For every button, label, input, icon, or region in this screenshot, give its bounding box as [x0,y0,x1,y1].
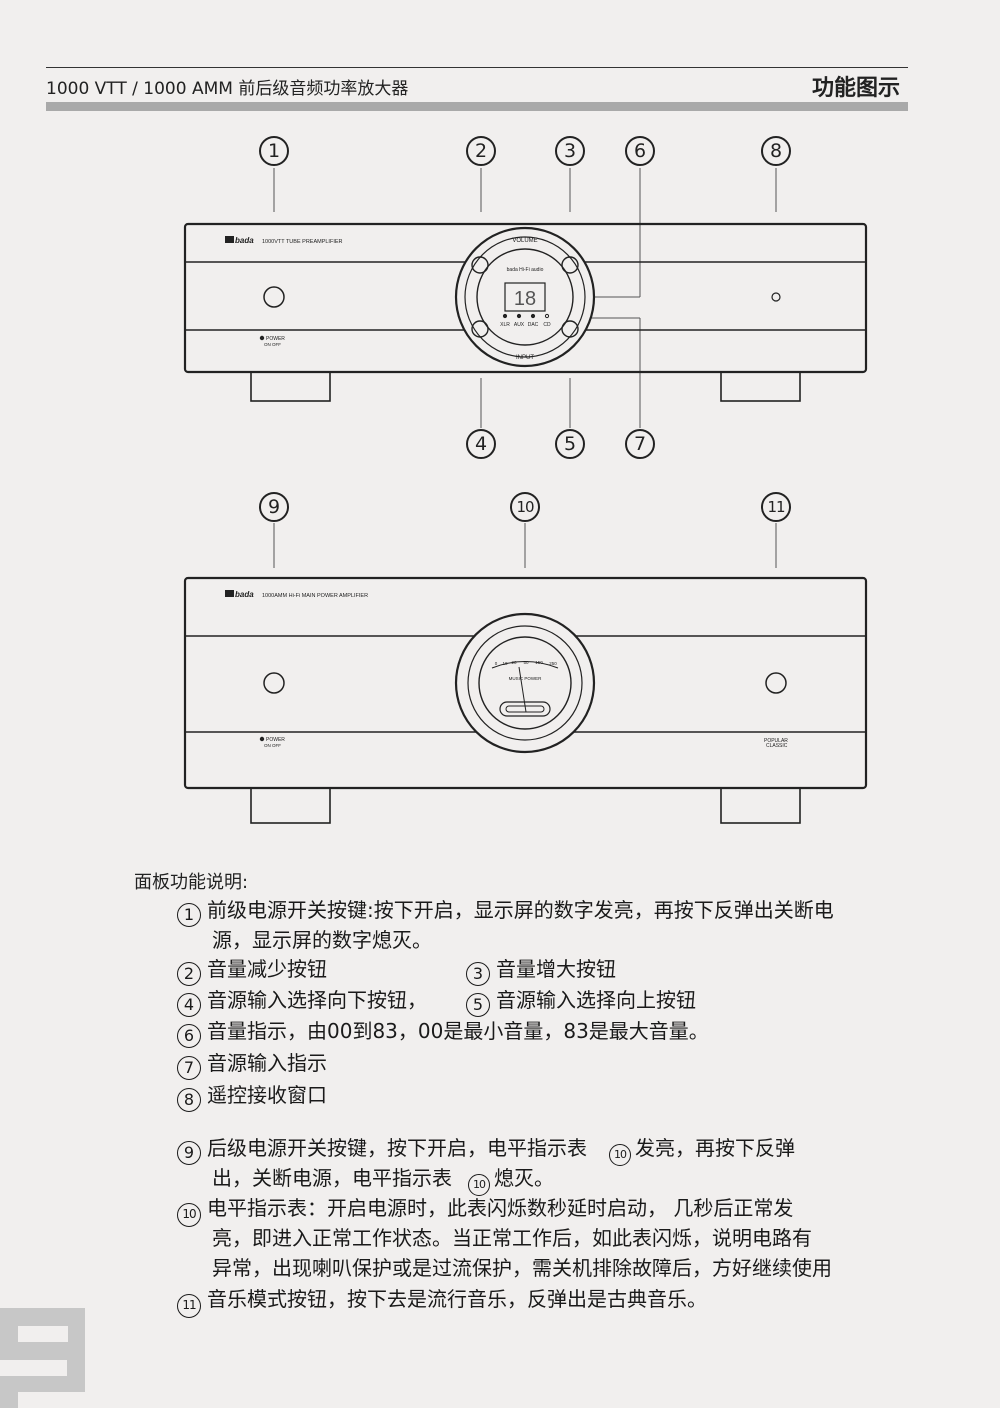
poweramp-chassis [183,576,868,824]
item-text: 音量指示，由00到83，00是最小音量，83是最大音量。 [207,1019,709,1043]
document-title: 1000 VTT / 1000 AMM 前后级音频功率放大器 [46,79,409,99]
item-text: 音量增大按钮 [496,957,616,981]
preamp-chassis [183,222,868,402]
item-number: 5 [466,993,490,1017]
item-text: 后级电源开关按键，按下开启，电平指示表 [207,1136,587,1160]
meter-tick: 0 [495,661,498,666]
item-text: 音乐模式按钮，按下去是流行音乐，反弹出是古典音乐。 [207,1287,707,1311]
desc-item-10-cont: 亮，即进入正常工作状态。当正常工作后，如此表闪烁，说明电路有 [212,1223,812,1253]
poweramp-model: 1000AMM Hi-Fi MAIN POWER AMPLIFIER [262,593,368,599]
meter-tick: 150 [535,660,543,665]
poweramp-brand: bada [235,590,254,599]
item-ref-number: 10 [468,1174,490,1196]
meter-tick: 10 [502,661,508,666]
item-number: 11 [177,1294,201,1318]
front-panel-diagrams: bada 1000VTT TUBE PREAMPLIFIER VOLUME IN… [183,168,868,824]
preamp-power-sub: ON OFF [264,342,281,347]
item-text: 音源输入选择向下按钮， [207,988,427,1012]
poweramp-labels: bada 1000AMM Hi-Fi MAIN POWER AMPLIFIER … [225,590,788,749]
volume-display: 18 [514,288,536,310]
input-cd: CD [543,322,551,328]
item-text-cont: 出，关断电源，电平指示表 [212,1166,452,1190]
callout-6: 6 [625,136,655,166]
preamp-power-label: POWER [266,336,285,342]
callout-10: 10 [510,492,540,522]
preamp-brand: bada [235,236,254,245]
item-text: 电平指示表：开启电源时，此表闪烁数秒延时启动， 几秒后正常发 [207,1196,794,1220]
input-dac: DAC [528,322,539,328]
meter-tick: 250 [549,661,557,666]
item-text: 音量减少按钮 [207,957,327,981]
preamp-labels: bada 1000VTT TUBE PREAMPLIFIER VOLUME IN… [225,236,551,361]
input-label: INPUT [516,355,534,361]
item-text: 音源输入指示 [207,1051,327,1075]
preamp-model: 1000VTT TUBE PREAMPLIFIER [262,239,343,245]
item-text: 遥控接收窗口 [207,1083,327,1107]
item-text-cont: 熄灭。 [494,1166,554,1190]
callout-5: 5 [555,429,585,459]
header-rule [46,67,908,68]
item-text-cont: 亮，即进入正常工作状态。当正常工作后，如此表闪烁，说明电路有 [212,1226,812,1250]
input-aux: AUX [514,322,525,328]
leader-lines-poweramp [273,523,777,568]
mode-popular-label: POPULAR [764,738,788,744]
input-xlr: XLR [500,322,510,328]
item-text: 发亮，再按下反弹 [635,1136,795,1160]
header-bar [46,102,908,111]
item-number: 2 [177,962,201,986]
item-number: 8 [177,1088,201,1112]
page-corner-mark [0,1308,85,1408]
item-number: 1 [177,903,201,927]
panel-brand: bada Hi-Fi audio [507,267,544,273]
item-ref-number: 10 [609,1144,631,1166]
section-title: 功能图示 [811,76,900,101]
page-corner-notch [0,1360,67,1376]
volume-label: VOLUME [512,238,537,244]
item-number: 7 [177,1056,201,1080]
meter-tick: 20 [511,660,517,665]
item-number: 6 [177,1024,201,1048]
poweramp-power-sub: ON OFF [264,743,281,748]
page-corner-notch [18,1326,68,1342]
callout-8: 8 [761,136,791,166]
callout-11: 11 [761,492,791,522]
desc-item-10-cont2: 异常，出现喇叭保护或是过流保护，需关机排除故障后，方好继续使用 [212,1253,832,1283]
poweramp-power-label: POWER [266,737,285,743]
item-text-cont: 源，显示屏的数字熄灭。 [212,928,432,952]
item-number: 9 [177,1141,201,1165]
callout-4: 4 [466,429,496,459]
callout-2: 2 [466,136,496,166]
page-corner-notch [18,1392,85,1408]
callout-3: 3 [555,136,585,166]
meter-label: MUSIC POWER [509,676,543,681]
callout-9: 9 [259,492,289,522]
callout-1: 1 [259,136,289,166]
item-text-cont: 异常，出现喇叭保护或是过流保护，需关机排除故障后，方好继续使用 [212,1256,832,1280]
desc-item-1-cont: 源，显示屏的数字熄灭。 [212,925,432,955]
item-number: 4 [177,993,201,1017]
mode-classic-label: CLASSIC [766,743,788,749]
item-text: 音源输入选择向上按钮 [496,988,696,1012]
item-number: 3 [466,962,490,986]
item-number: 10 [177,1203,201,1227]
callout-7: 7 [625,429,655,459]
meter-tick: 50 [523,660,529,665]
item-text: 前级电源开关按键:按下开启，显示屏的数字发亮，再按下反弹出关断电 [207,898,834,922]
description-title: 面板功能说明: [134,872,249,893]
